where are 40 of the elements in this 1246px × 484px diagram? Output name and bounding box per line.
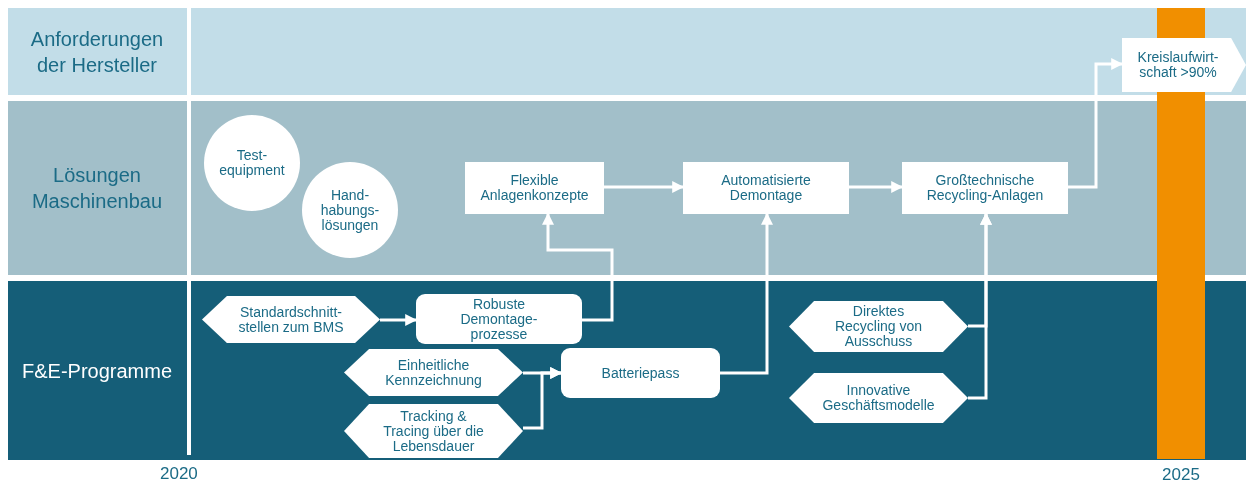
arrow — [604, 181, 685, 193]
node-label: Innovative Geschäftsmodelle — [821, 383, 936, 413]
node-label: Test-equipment — [218, 148, 286, 178]
node-label: Einheitliche Kennzeichnung — [384, 357, 483, 388]
node-label: Direktes Recycling von Ausschuss — [833, 304, 924, 349]
node-label: Robuste Demontage-prozesse — [459, 296, 539, 342]
node-label: Großtechnische Recycling-Anlagen — [925, 173, 1045, 203]
lane-label: Anforderungen der Hersteller — [29, 26, 165, 78]
node-label: Batteriepass — [600, 365, 681, 381]
rounded-box — [561, 348, 720, 398]
swimlane-band — [8, 281, 1246, 460]
node-label: Hand-habungs-lösungen — [319, 187, 381, 233]
arrow-tag — [1122, 38, 1246, 92]
hexagon-node — [789, 373, 968, 423]
process-box — [465, 162, 604, 214]
rounded-box — [416, 294, 582, 344]
node-label: Standardschnitt-stellen zum BMS — [237, 304, 345, 335]
swimlane-band — [8, 8, 1246, 95]
lane-label: Lösungen Maschinenbau — [30, 163, 164, 214]
node-label: Tracking & Tracing über die Lebensdauer — [382, 408, 485, 454]
lane-label: F&E-Programme — [21, 358, 173, 384]
year-label: 2020 — [160, 464, 198, 484]
arrow — [720, 212, 773, 375]
hexagon-node — [789, 301, 968, 352]
process-box — [683, 162, 849, 214]
arrow — [968, 212, 992, 400]
arrow — [542, 212, 614, 322]
arrow — [380, 314, 418, 326]
arrow — [849, 181, 904, 193]
node-label: Flexible Anlagenkonzepte — [479, 173, 590, 203]
arrow — [1068, 58, 1124, 189]
process-box — [902, 162, 1068, 214]
hexagon-node — [344, 349, 523, 396]
year-label: 2025 — [1161, 465, 1201, 484]
node-label: Kreislaufwirt-schaft >90% — [1136, 50, 1220, 80]
hexagon-node — [344, 404, 523, 458]
node-label: Automatisierte Demontage — [720, 173, 812, 203]
swimlane-band — [8, 101, 1246, 275]
hexagon-node — [202, 296, 380, 343]
arrow — [523, 367, 563, 430]
